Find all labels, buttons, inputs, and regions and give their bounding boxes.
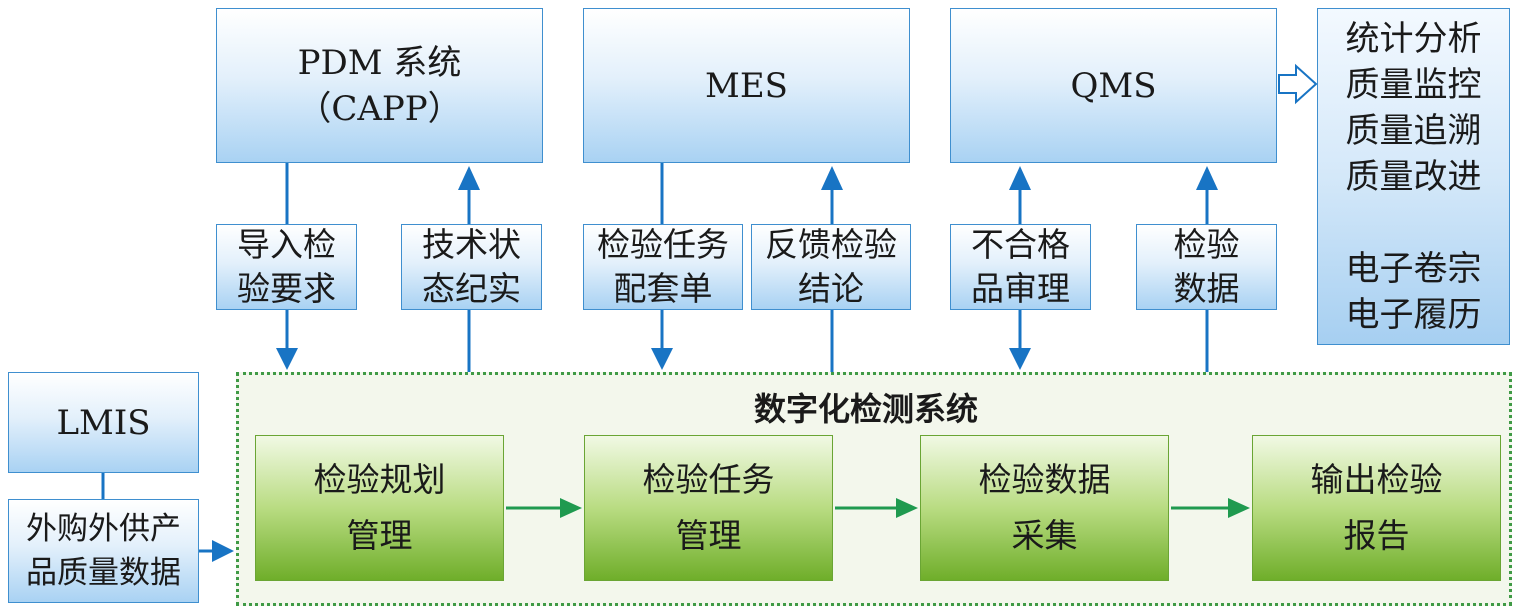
output-item-e-record: 电子履历: [1345, 294, 1482, 335]
arrowhead-nonconf-down: [1009, 348, 1031, 370]
feedback-conclusion-label: 反馈检验 结论: [751, 224, 911, 310]
stage-data-collection: 检验数据 采集: [920, 435, 1169, 581]
output-item-monitoring: 质量监控: [1345, 64, 1482, 105]
task-list-label: 检验任务 配套单: [583, 224, 743, 310]
output-item-statistics: 统计分析: [1345, 18, 1482, 59]
arrowhead-purchased-right: [212, 540, 234, 562]
arrowhead-import-down: [276, 348, 298, 370]
digital-system-title: 数字化检测系统: [753, 390, 978, 428]
arrowhead-task-down: [651, 348, 673, 370]
arrowhead-stage-3-4: [1228, 498, 1250, 518]
import-requirements-label: 导入检 验要求: [216, 224, 357, 310]
arrowhead-data-up: [1196, 166, 1218, 190]
stage-planning: 检验规划 管理: [255, 435, 504, 581]
arrowhead-nonconf-up: [1009, 166, 1031, 190]
lmis-system-box: LMIS: [8, 372, 199, 473]
mes-system-box: MES: [583, 8, 910, 163]
output-item-e-dossier: 电子卷宗: [1345, 248, 1482, 289]
pdm-system-box: PDM 系统 （CAPP）: [216, 8, 543, 163]
stage-task-management: 检验任务 管理: [584, 435, 833, 581]
tech-status-label: 技术状 态纪实: [401, 224, 542, 310]
arrowhead-tech-up: [458, 166, 480, 190]
arrowhead-stage-2-3: [896, 498, 918, 518]
quality-outputs-box: 统计分析 质量监控 质量追溯 质量改进 电子卷宗 电子履历: [1317, 8, 1510, 345]
output-item-improvement: 质量改进: [1345, 156, 1482, 197]
qms-system-box: QMS: [950, 8, 1277, 163]
inspection-data-label: 检验 数据: [1136, 224, 1277, 310]
purchased-quality-data-box: 外购外供产 品质量数据: [8, 499, 199, 603]
nonconforming-review-label: 不合格 品审理: [950, 224, 1091, 310]
hollow-arrow-qms-outputs: [1278, 63, 1318, 105]
output-item-traceability: 质量追溯: [1345, 110, 1482, 151]
stage-report-output: 输出检验 报告: [1252, 435, 1501, 581]
arrowhead-stage-1-2: [560, 498, 582, 518]
arrowhead-feedback-up: [821, 166, 843, 190]
